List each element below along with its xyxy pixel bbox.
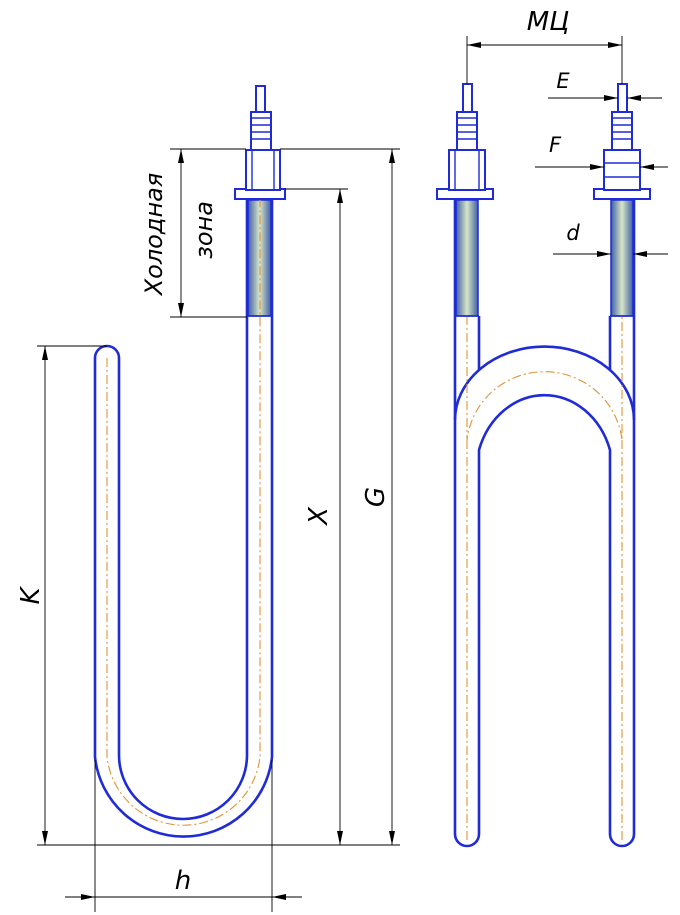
right-cold-zone-right: [610, 199, 634, 317]
right-terminal-right: [617, 83, 628, 113]
left-dimensions: [37, 148, 400, 912]
dim-label-d: d: [566, 221, 580, 245]
right-tube-bend: [453, 345, 636, 421]
dim-label-E: E: [556, 69, 570, 93]
left-terminal: [255, 85, 266, 113]
right-tube-outline-outer: [453, 200, 636, 848]
left-tube-outline: [93, 198, 274, 838]
right-nut-right: [603, 149, 641, 191]
right-centerline: [466, 95, 623, 441]
right-cold-zone-left: [455, 199, 479, 317]
right-view: [436, 83, 651, 848]
cold-zone-label-line2: зона: [190, 201, 218, 259]
left-centerline: [106, 95, 261, 826]
dim-label-MC: МЦ: [527, 7, 570, 37]
dim-label-K: K: [16, 586, 46, 605]
dim-label-h: h: [175, 866, 191, 896]
cold-zone-label-line1: Холодная: [140, 173, 168, 298]
left-nut: [245, 149, 281, 191]
left-view: [93, 85, 286, 838]
dim-label-F: F: [549, 133, 562, 157]
dim-label-G: G: [361, 487, 391, 507]
right-terminal-left: [462, 83, 473, 113]
dim-label-X: X: [304, 506, 334, 527]
right-dimensions: [466, 36, 668, 257]
